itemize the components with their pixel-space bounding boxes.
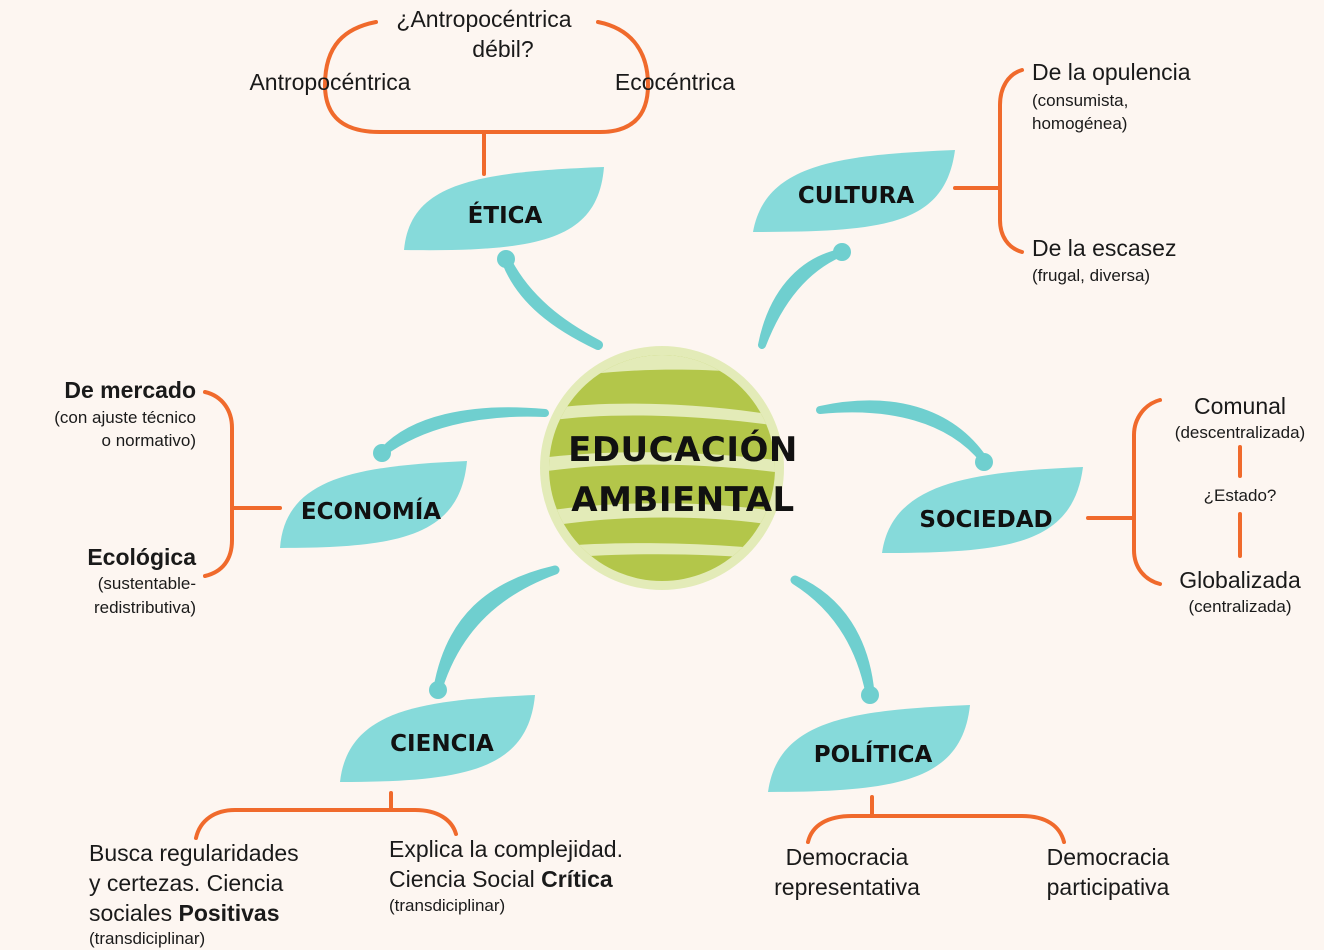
ciencia-texts: Busca regularidades y certezas. Ciencia … [89,836,623,948]
sociedad-item2-sub: (centralizada) [1189,597,1292,616]
sociedad-middle: ¿Estado? [1204,486,1277,505]
center-title-line1: EDUCACIÓN [568,429,798,470]
ciencia-right-sub: (transdiciplinar) [389,896,505,915]
leaf-shape [753,150,955,232]
node-label-cultura: CULTURA [798,183,914,209]
node-label-ciencia: CIENCIA [390,731,494,757]
economia-item2-title: Ecológica [87,544,196,570]
node-etica[interactable]: ÉTICA [404,167,604,251]
cultura-item1-sub1: (consumista, [1032,91,1128,110]
node-label-etica: ÉTICA [468,201,543,229]
cultura-item1-title: De la opulencia [1032,59,1191,85]
leaf-shape [404,167,604,251]
etica-top-line1: ¿Antropocéntrica [396,6,571,32]
dot-politica [861,686,879,704]
economia-bracket [203,390,234,578]
node-label-sociedad: SOCIEDAD [919,507,1052,533]
dot-economia [373,444,391,462]
ciencia-right-line1: Explica la complejidad. [389,836,623,862]
ciencia-left-line2: y certezas. Ciencia [89,870,284,896]
ciencia-left-line3b: Positivas [178,900,279,926]
politica-bracket [806,814,1066,844]
connectors [373,243,993,704]
dot-sociedad [975,453,993,471]
economia-item2-sub2: redistributiva) [94,598,196,617]
stem-sociedad [816,400,988,464]
dot-ciencia [429,681,447,699]
etica-right: Ecocéntrica [615,69,735,95]
economia-texts: De mercado (con ajuste técnico o normati… [54,377,196,617]
cultura-item2-title: De la escasez [1032,235,1176,261]
ciencia-left-line3a: sociales [89,900,178,926]
politica-right-line2: participativa [1047,874,1170,900]
leaf-shape [882,467,1083,553]
stem-etica [502,257,603,350]
economia-item1-sub2: o normativo) [102,431,196,450]
node-sociedad[interactable]: SOCIEDAD [882,467,1083,553]
branch-lines [194,20,1242,844]
cultura-item2-sub: (frugal, diversa) [1032,266,1150,285]
sociedad-texts: Comunal (descentralizada) ¿Estado? Globa… [1175,393,1305,616]
cultura-texts: De la opulencia (consumista, homogénea) … [1032,59,1191,285]
ciencia-right-line2b: Crítica [541,866,613,892]
node-ciencia[interactable]: CIENCIA [340,695,535,782]
politica-left-line2: representativa [774,874,920,900]
node-label-economia: ECONOMÍA [301,497,441,525]
etica-top-line2: débil? [472,36,533,62]
ciencia-bracket [194,808,458,840]
ciencia-left-sub: (transdiciplinar) [89,929,205,948]
politica-right-line1: Democracia [1047,844,1170,870]
politica-left-line1: Democracia [786,844,909,870]
stem-cultura [758,249,844,349]
stem-politica [790,575,875,698]
etica-bracket [322,20,651,134]
economia-item2-sub1: (sustentable- [98,574,196,593]
cultura-bracket [998,68,1024,254]
center-globe: EDUCACIÓN AMBIENTAL [540,346,798,590]
node-politica[interactable]: POLÍTICA [768,705,970,792]
sociedad-bracket [1132,398,1162,586]
etica-left: Antropocéntrica [249,69,410,95]
etica-texts: ¿Antropocéntrica débil? Antropocéntrica … [249,6,735,95]
economia-item1-title: De mercado [64,377,196,403]
ciencia-left-line3: sociales Positivas [89,900,279,926]
economia-item1-sub1: (con ajuste técnico [54,408,196,427]
leaf-shape [768,705,970,792]
sociedad-item1-title: Comunal [1194,393,1286,419]
node-economia[interactable]: ECONOMÍA [280,461,467,548]
ciencia-right-line2a: Ciencia Social [389,866,541,892]
node-label-politica: POLÍTICA [814,740,933,768]
leaf-shape [280,461,467,548]
dot-cultura [833,243,851,261]
node-cultura[interactable]: CULTURA [753,150,955,232]
ciencia-right-line2: Ciencia Social Crítica [389,866,613,892]
politica-texts: Democracia representativa Democracia par… [774,844,1169,900]
cultura-item1-sub2: homogénea) [1032,114,1127,133]
stem-ciencia [433,565,560,693]
leaf-shape [340,695,535,782]
sociedad-item2-title: Globalizada [1179,567,1301,593]
sociedad-item1-sub: (descentralizada) [1175,423,1305,442]
center-title-line2: AMBIENTAL [571,480,794,520]
stem-economia [378,407,549,457]
ciencia-left-line1: Busca regularidades [89,840,299,866]
dot-etica [497,250,515,268]
